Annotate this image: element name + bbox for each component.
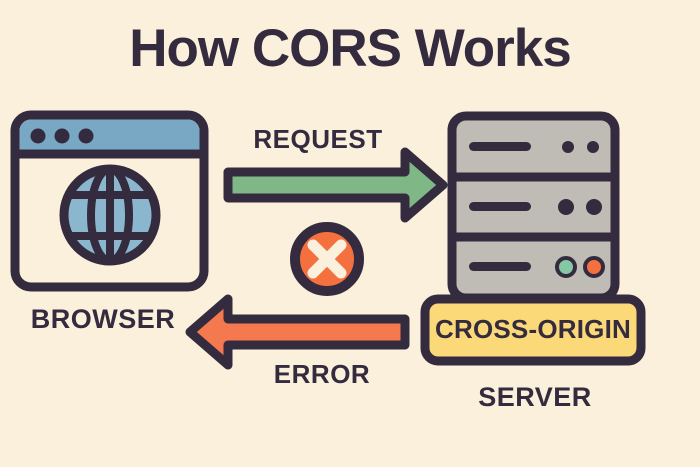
error-arrow-icon (185, 294, 410, 370)
browser-dot-3 (78, 128, 94, 144)
globe-icon (59, 164, 161, 266)
browser-dot-1 (30, 128, 46, 144)
blocked-x-stroke-2 (307, 239, 347, 279)
server-label: SERVER (478, 382, 592, 412)
browser-dot-2 (54, 128, 70, 144)
server-unit-1-slot (469, 142, 531, 151)
error-arrow-shape (185, 294, 410, 370)
server-rack-icon (447, 111, 620, 303)
cross-origin-badge (420, 294, 646, 366)
server-unit-2-led-a (558, 199, 574, 215)
request-arrow-icon (223, 147, 448, 223)
circle-x-blocked-icon (290, 222, 364, 296)
server-unit-2-slot (469, 202, 531, 211)
page-title: How CORS Works (129, 19, 571, 78)
server-unit-1-led-b (587, 141, 599, 153)
cross-origin-badge-label: CROSS-ORIGIN (435, 314, 631, 344)
server-unit-1-led-a (562, 141, 574, 153)
request-arrow-label: REQUEST (253, 124, 383, 154)
browser-label: BROWSER (30, 304, 176, 334)
server-unit-2-led-b (586, 199, 602, 215)
server-status-led-error (583, 256, 605, 278)
browser-titlebar (19, 119, 200, 154)
error-arrow-label: ERROR (273, 359, 371, 389)
browser-window-icon (10, 110, 209, 292)
server-unit-3-slot (469, 262, 531, 271)
server-status-led-ok (555, 256, 577, 278)
request-arrow-shape (223, 147, 448, 223)
